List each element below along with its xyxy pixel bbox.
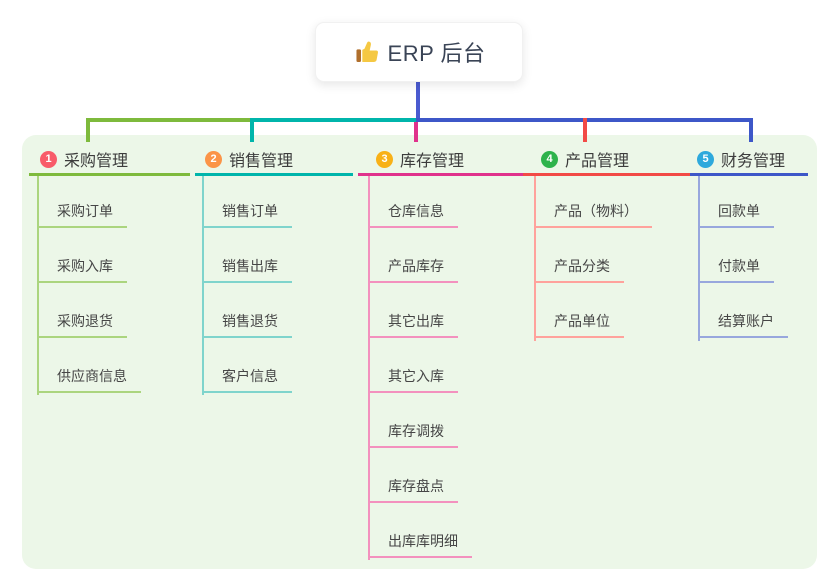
branches-panel — [22, 135, 817, 569]
branch-title-sales[interactable]: 2 销售管理 — [205, 147, 293, 171]
connector-bus-purchase — [86, 118, 254, 122]
branch-spine-product — [534, 176, 536, 341]
node-other-outbound[interactable]: 其它出库 — [368, 313, 458, 338]
branch-label: 财务管理 — [721, 153, 786, 170]
node-product-material[interactable]: 产品（物料） — [534, 203, 652, 228]
branch-spine-purchase — [37, 176, 39, 395]
node-receipt-bill[interactable]: 回款单 — [698, 203, 774, 228]
node-customer-info[interactable]: 客户信息 — [202, 368, 292, 393]
node-other-inbound[interactable]: 其它入库 — [368, 368, 458, 393]
badge-3-icon: 3 — [376, 150, 393, 168]
node-stock-transfer[interactable]: 库存调拨 — [368, 423, 458, 448]
branch-spine-sales — [202, 176, 204, 395]
thumbs-up-icon — [353, 39, 379, 65]
node-supplier-info[interactable]: 供应商信息 — [37, 368, 141, 393]
node-warehouse-info[interactable]: 仓库信息 — [368, 203, 458, 228]
badge-2-icon: 2 — [205, 150, 222, 168]
node-sales-order[interactable]: 销售订单 — [202, 203, 292, 228]
branch-label: 采购管理 — [64, 153, 129, 170]
connector-stub-sales — [250, 118, 254, 142]
branch-underline-purchase — [29, 173, 190, 176]
badge-5-icon: 5 — [697, 150, 714, 168]
branch-title-product[interactable]: 4 产品管理 — [541, 147, 629, 171]
connector-root-line — [416, 81, 420, 121]
node-sales-outbound[interactable]: 销售出库 — [202, 258, 292, 283]
badge-4-icon: 4 — [541, 150, 558, 168]
branch-label: 库存管理 — [400, 153, 465, 170]
branch-label: 产品管理 — [565, 153, 630, 170]
branch-spine-inventory — [368, 176, 370, 560]
connector-stub-purchase — [86, 118, 90, 142]
node-payment-bill[interactable]: 付款单 — [698, 258, 774, 283]
node-sales-return[interactable]: 销售退货 — [202, 313, 292, 338]
node-settlement-account[interactable]: 结算账户 — [698, 313, 788, 338]
node-product-unit[interactable]: 产品单位 — [534, 313, 624, 338]
branch-title-purchase[interactable]: 1 采购管理 — [40, 147, 128, 171]
branch-spine-finance — [698, 176, 700, 341]
node-outbound-detail[interactable]: 出库库明细 — [368, 533, 472, 558]
connector-stub-finance — [749, 118, 753, 142]
connector-bus-sales — [252, 118, 418, 122]
node-purchase-return[interactable]: 采购退货 — [37, 313, 127, 338]
node-stock-count[interactable]: 库存盘点 — [368, 478, 458, 503]
branch-title-inventory[interactable]: 3 库存管理 — [376, 147, 464, 171]
node-product-category[interactable]: 产品分类 — [534, 258, 624, 283]
branch-label: 销售管理 — [229, 153, 294, 170]
branch-underline-finance — [690, 173, 808, 176]
root-node[interactable]: ERP 后台 — [315, 22, 523, 82]
badge-1-icon: 1 — [40, 150, 57, 168]
node-product-stock[interactable]: 产品库存 — [368, 258, 458, 283]
connector-stub-inventory — [414, 122, 418, 142]
root-node-label: ERP 后台 — [387, 41, 486, 66]
node-purchase-order[interactable]: 采购订单 — [37, 203, 127, 228]
node-purchase-inbound[interactable]: 采购入库 — [37, 258, 127, 283]
branch-title-finance[interactable]: 5 财务管理 — [697, 147, 785, 171]
branch-underline-inventory — [358, 173, 530, 176]
branch-underline-sales — [195, 173, 353, 176]
branch-underline-product — [523, 173, 690, 176]
connector-stub-product — [583, 118, 587, 142]
